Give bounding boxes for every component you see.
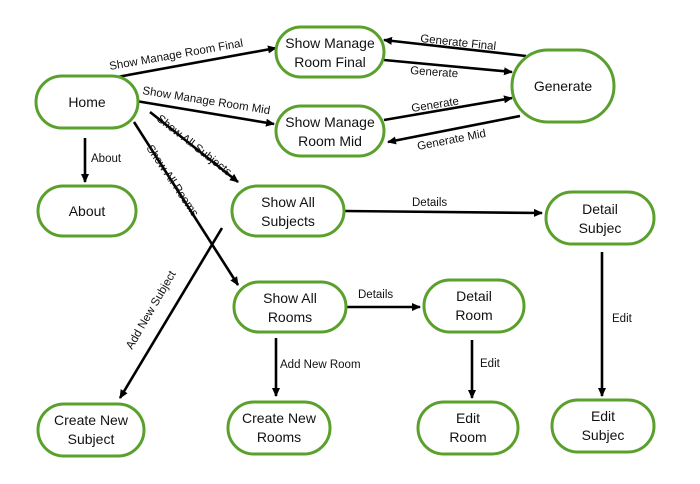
node-show-all-subjects-line2: Subjects	[261, 213, 315, 229]
node-show-manage-room-mid-line1: Show Manage	[285, 114, 375, 130]
edge-manage-final-to-generate	[383, 58, 513, 76]
node-detail-room-line1: Detail	[456, 288, 492, 304]
edge-label-add-new-room: Add New Room	[280, 359, 361, 371]
edge-label-edit-room: Edit	[480, 358, 501, 370]
node-detail-subjec-line2: Subjec	[579, 220, 622, 236]
node-about-label: About	[69, 203, 106, 219]
node-about[interactable]: About	[36, 184, 138, 238]
node-generate-label: Generate	[534, 78, 593, 94]
node-create-new-rooms-line1: Create New	[242, 410, 317, 426]
edge-label-edit-subjec: Edit	[612, 313, 633, 325]
node-home-label: Home	[68, 94, 106, 110]
node-show-all-rooms-line2: Rooms	[268, 309, 312, 325]
node-edit-room[interactable]: Edit Room	[416, 400, 520, 456]
edge-label-generate-top: Generate	[410, 65, 459, 80]
node-edit-room-line2: Room	[449, 429, 486, 445]
node-edit-subjec[interactable]: Edit Subjec	[550, 398, 656, 454]
edge-label-generate-final: Generate Final	[420, 33, 497, 53]
node-detail-room-line2: Room	[455, 307, 492, 323]
edge-home-to-manage-mid	[129, 98, 275, 127]
node-create-new-subject[interactable]: Create New Subject	[36, 402, 146, 458]
edges	[81, 36, 606, 399]
edge-generate-to-manage-mid	[387, 114, 521, 145]
node-edit-room-line1: Edit	[456, 410, 480, 426]
node-show-all-subjects[interactable]: Show All Subjects	[230, 184, 346, 238]
node-edit-subjec-line2: Subjec	[582, 427, 625, 443]
nodes: Home Show Manage Room Final Show Manage …	[34, 25, 656, 458]
node-create-new-rooms-line2: Rooms	[257, 429, 301, 445]
node-create-new-subject-line1: Create New	[54, 412, 129, 428]
node-home[interactable]: Home	[34, 74, 140, 130]
node-detail-room[interactable]: Detail Room	[422, 278, 526, 334]
node-show-manage-room-mid[interactable]: Show Manage Room Mid	[274, 104, 386, 158]
edge-label-room-details: Details	[358, 289, 393, 301]
node-show-all-rooms-line1: Show All	[263, 290, 317, 306]
edge-subjects-to-detail	[343, 208, 543, 217]
node-show-manage-room-mid-line2: Room Mid	[298, 133, 362, 149]
edge-label-show-all-rooms: Show All Rooms	[144, 143, 201, 219]
edge-generate-to-manage-final	[383, 36, 527, 58]
node-show-manage-room-final[interactable]: Show Manage Room Final	[274, 25, 386, 79]
node-show-all-rooms[interactable]: Show All Rooms	[232, 280, 348, 334]
node-show-manage-room-final-line2: Room Final	[294, 54, 366, 70]
edge-label-add-new-subject: Add New Subject	[124, 268, 179, 351]
node-show-all-subjects-line1: Show All	[261, 194, 315, 210]
node-generate[interactable]: Generate	[510, 48, 616, 124]
edge-label-about: About	[91, 153, 122, 165]
node-detail-subjec-line1: Detail	[582, 201, 618, 217]
node-create-new-rooms[interactable]: Create New Rooms	[226, 400, 332, 456]
edge-manage-mid-to-generate	[383, 95, 513, 122]
edge-label-show-manage-room-final: Show Manage Room Final	[108, 38, 244, 73]
node-edit-subjec-line1: Edit	[591, 408, 615, 424]
edge-subjects-to-create-subject	[118, 227, 224, 399]
edge-home-to-show-all-rooms	[132, 121, 240, 286]
node-create-new-subject-line2: Subject	[68, 431, 115, 447]
edge-label-generate-mid: Generate Mid	[416, 128, 487, 153]
edge-label-subject-details: Details	[412, 197, 447, 209]
node-detail-subjec[interactable]: Detail Subjec	[544, 190, 656, 246]
node-show-manage-room-final-line1: Show Manage	[285, 35, 375, 51]
edge-home-to-show-all-subjects	[149, 110, 239, 184]
